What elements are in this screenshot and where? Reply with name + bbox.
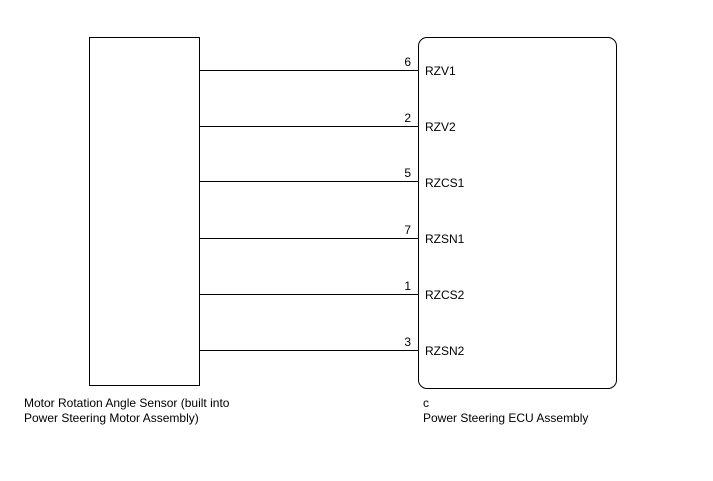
pin-number: 3 — [404, 335, 411, 349]
pin-number: 1 — [404, 279, 411, 293]
terminal-label: RZCS1 — [425, 176, 465, 190]
pin-number: 5 — [404, 166, 411, 180]
ecu-caption-label: Power Steering ECU Assembly — [423, 411, 589, 425]
ecu-connector-code: c — [423, 396, 429, 410]
power-steering-ecu-box — [418, 37, 617, 389]
pin-number: 6 — [404, 55, 411, 69]
terminal-label: RZSN1 — [425, 232, 465, 246]
wire-rzsn1 — [200, 238, 418, 239]
sensor-caption-line2: Power Steering Motor Assembly) — [24, 411, 199, 425]
wire-rzcs2 — [200, 294, 418, 295]
terminal-label: RZV2 — [425, 120, 456, 134]
terminal-label: RZCS2 — [425, 288, 465, 302]
sensor-caption: Motor Rotation Angle Sensor (built into … — [24, 396, 229, 426]
wire-rzv2 — [200, 126, 418, 127]
wire-rzcs1 — [200, 181, 418, 182]
wire-rzv1 — [200, 70, 418, 71]
sensor-caption-line1: Motor Rotation Angle Sensor (built into — [24, 396, 230, 410]
pin-number: 7 — [404, 223, 411, 237]
ecu-caption: c Power Steering ECU Assembly — [423, 396, 588, 426]
terminal-label: RZV1 — [425, 64, 456, 78]
terminal-label: RZSN2 — [425, 344, 465, 358]
pin-number: 2 — [404, 111, 411, 125]
motor-rotation-angle-sensor-box — [89, 37, 200, 386]
wire-rzsn2 — [200, 350, 418, 351]
